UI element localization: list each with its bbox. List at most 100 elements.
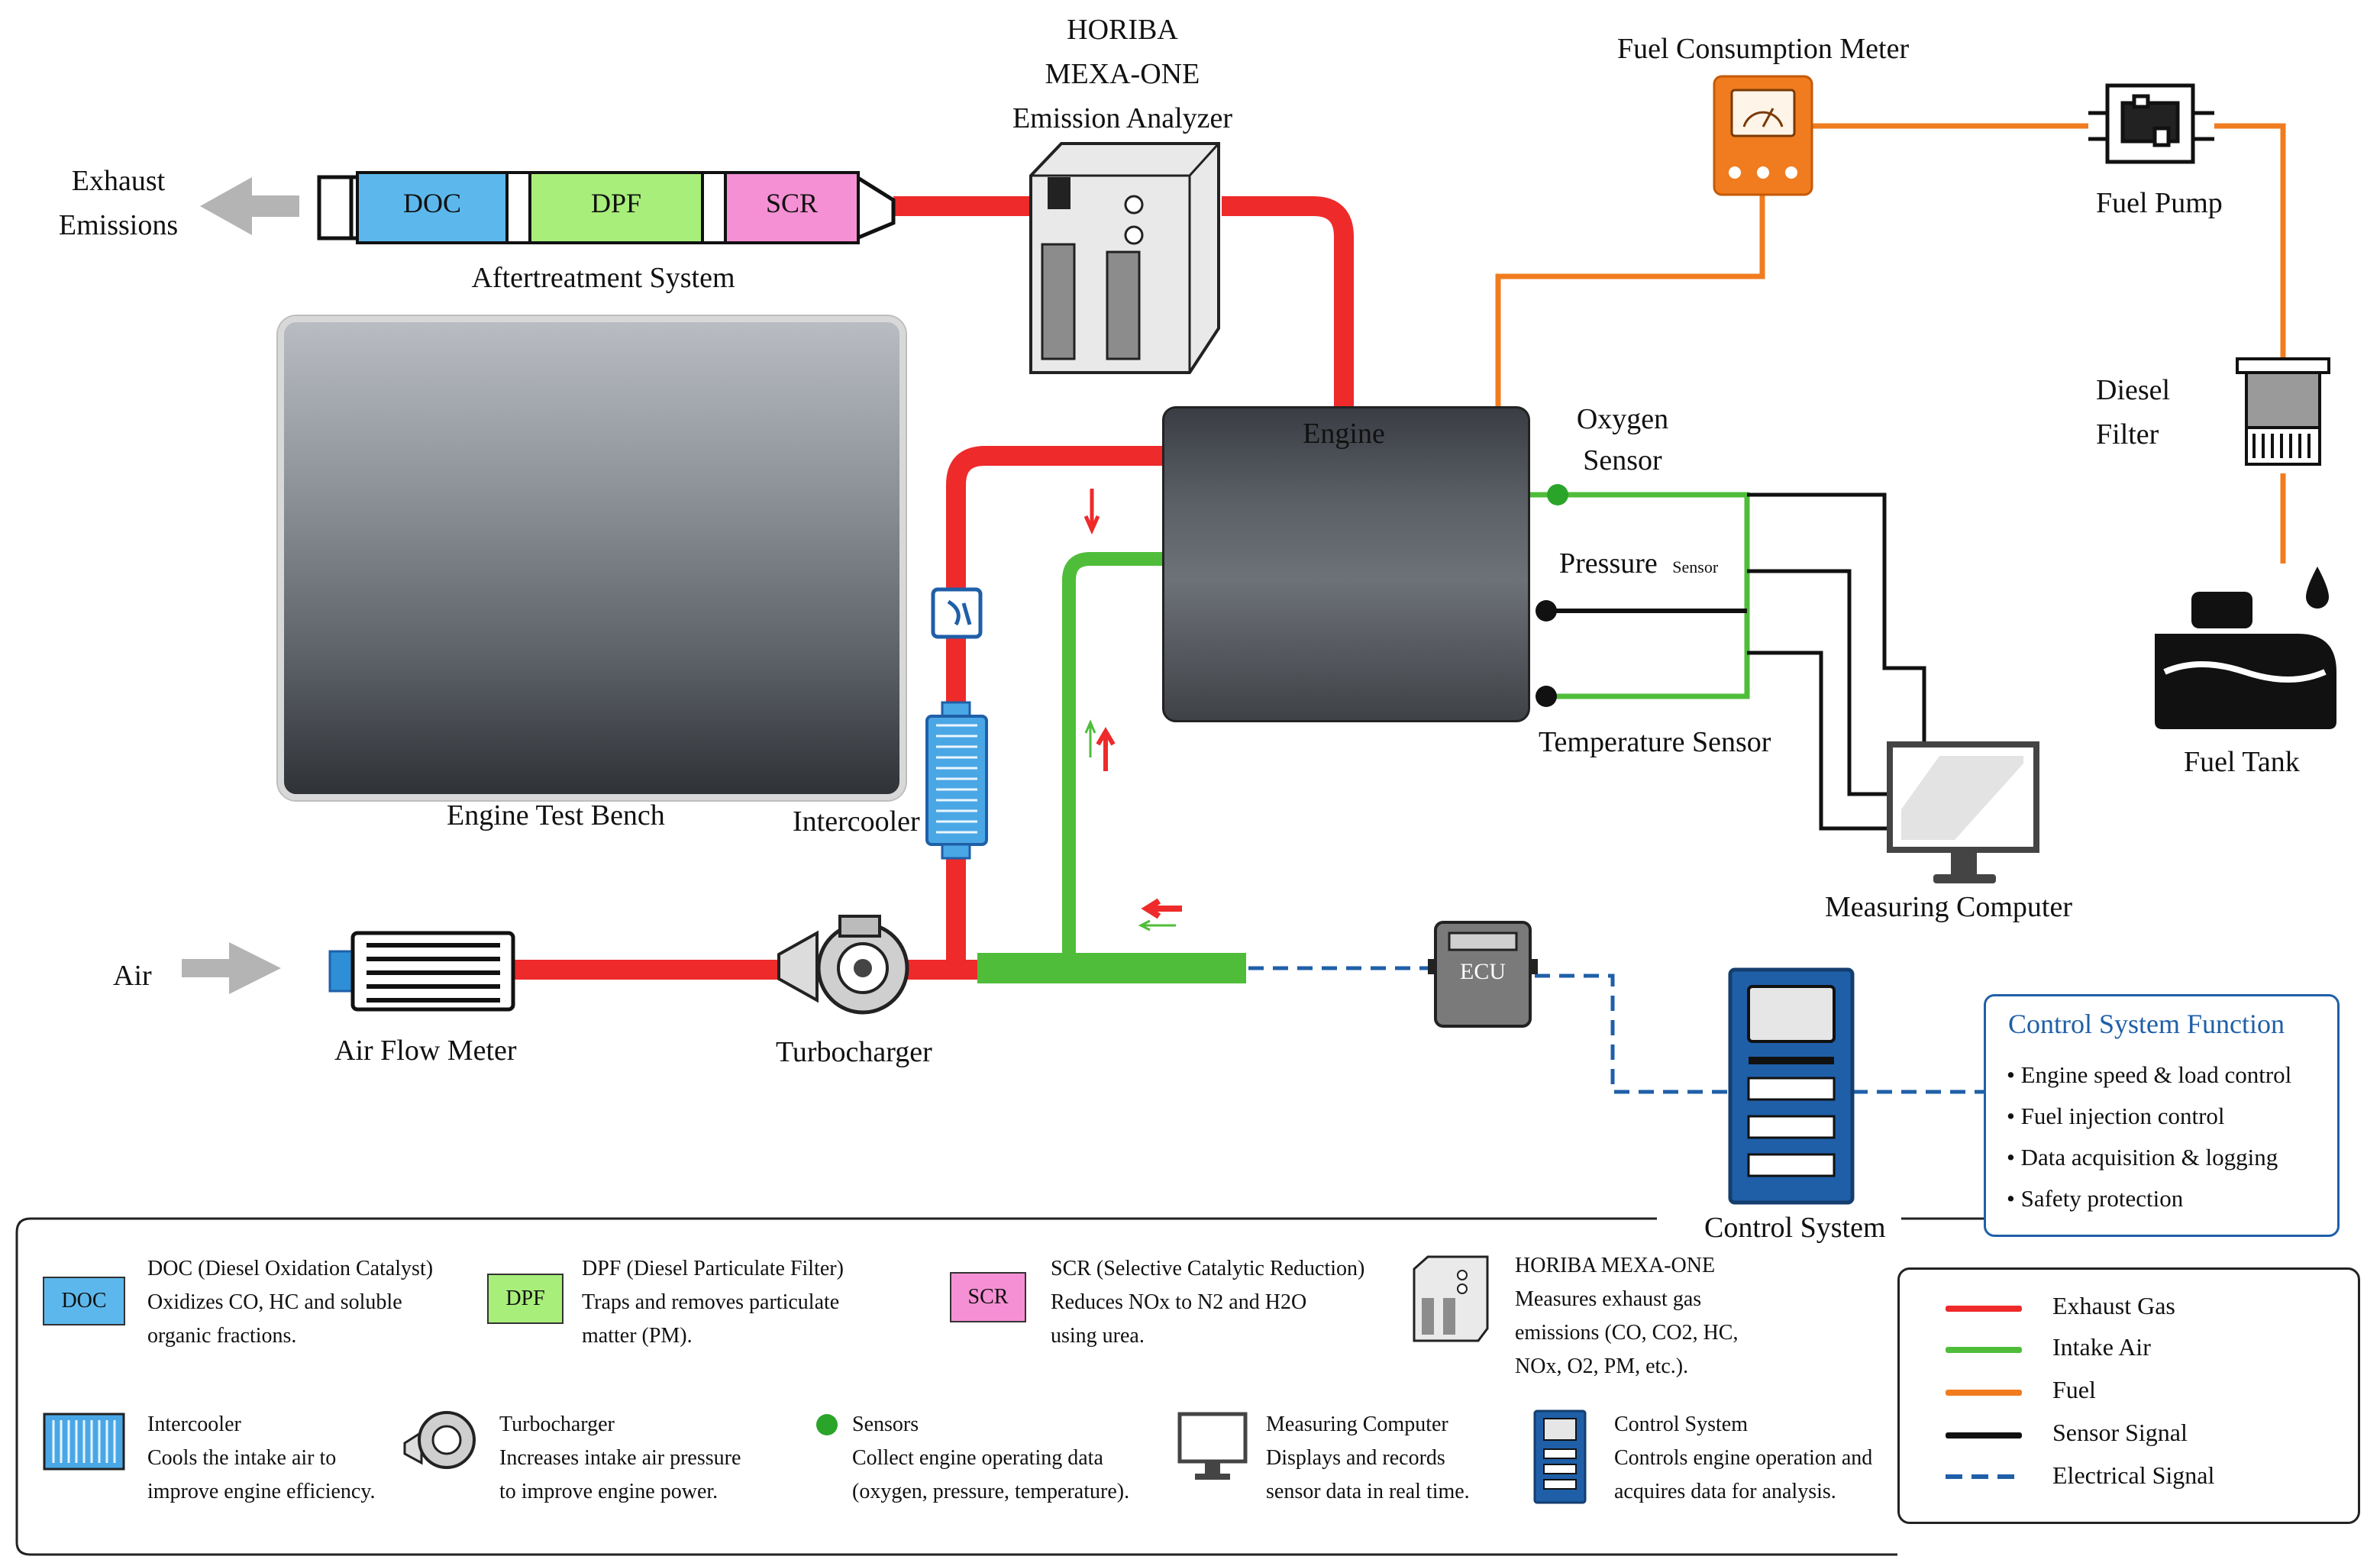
legend-scr-title: SCR (Selective Catalytic Reduction) <box>1051 1257 1365 1280</box>
control-function-title: Control System Function <box>2008 1009 2285 1039</box>
control-function-panel <box>1984 994 2340 1237</box>
control-function-item-text: Fuel injection control <box>2020 1103 2225 1129</box>
legend-icons <box>43 1255 1587 1504</box>
legend-turbo-line: to improve engine power. <box>499 1480 719 1503</box>
ecu-icon <box>1428 921 1538 1028</box>
fuel-consumption-meter-icon <box>1713 75 1813 196</box>
aftertreatment-system <box>317 171 896 244</box>
legend-dpf-title: DPF (Diesel Particulate Filter) <box>582 1257 844 1280</box>
fuel-key-label: Fuel <box>2052 1376 2096 1403</box>
legend-control-line: Controls engine operation and <box>1614 1446 1873 1470</box>
sensor-lines <box>1527 492 1926 831</box>
horiba-label-line3: Emission Analyzer <box>1012 102 1233 134</box>
legend-sensors-line: Collect engine operating data <box>852 1446 1103 1470</box>
measuring-computer-icon <box>1887 741 2039 883</box>
intake-valve-icon <box>931 587 983 639</box>
fuel-lines <box>1495 123 2286 563</box>
legend-control-text: Control System Controls engine operation… <box>1614 1408 1904 1509</box>
electrical-signal-key-label: Electrical Signal <box>2052 1461 2215 1489</box>
diesel-filter-line1: Diesel <box>2096 374 2171 406</box>
legend-scr-line: Reduces NOx to N2 and H2O <box>1051 1290 1307 1314</box>
legend-sensors-line: (oxygen, pressure, temperature). <box>852 1480 1130 1503</box>
legend-horiba-title: HORIBA MEXA-ONE <box>1515 1254 1716 1277</box>
exhaust-gas-key-label: Exhaust Gas <box>2052 1292 2175 1319</box>
fuel-key <box>1946 1390 2022 1396</box>
horiba-label: HORIBA MEXA-ONE Emission Analyzer <box>993 8 1252 140</box>
legend-horiba-line: Measures exhaust gas <box>1515 1287 1702 1311</box>
pressure-sensor-small-text: Sensor <box>1672 557 1719 576</box>
control-function-item: • Data acquisition & logging <box>2007 1144 2278 1170</box>
aftertreatment-label: Aftertreatment System <box>471 262 735 294</box>
legend-computer-title: Measuring Computer <box>1266 1413 1448 1436</box>
legend-horiba-line: emissions (CO, CO2, HC, <box>1515 1321 1739 1345</box>
line-legend-panel <box>1897 1267 2360 1524</box>
oxygen-sensor-line1: Oxygen <box>1576 403 1669 435</box>
engine-test-bench-photo <box>278 316 906 800</box>
legend-turbo-title: Turbocharger <box>499 1413 615 1436</box>
horiba-label-line1: HORIBA <box>1067 14 1178 46</box>
pressure-sensor-label: Pressure Sensor <box>1559 547 1718 580</box>
exhaust-arrow <box>200 177 299 235</box>
legend-intercooler-line: Cools the intake air to <box>147 1446 337 1470</box>
legend-doc-title: DOC (Diesel Oxidation Catalyst) <box>147 1257 434 1280</box>
diesel-filter-line2: Filter <box>2096 418 2159 450</box>
diesel-filter-label: Diesel Filter <box>2096 368 2170 457</box>
intercooler-label: Intercooler <box>793 806 920 838</box>
doc-label: DOC <box>402 188 461 218</box>
sensor-signal-key <box>1946 1432 2022 1438</box>
air-arrow <box>182 942 281 994</box>
turbocharger-label: Turbocharger <box>776 1036 932 1068</box>
temperature-sensor-label: Temperature Sensor <box>1539 726 1771 758</box>
air-label: Air <box>113 960 152 992</box>
legend-intercooler-line: improve engine efficiency. <box>147 1480 376 1503</box>
legend-turbocharger-text: Turbocharger Increases intake air pressu… <box>499 1408 805 1509</box>
oxygen-sensor-line2: Sensor <box>1583 444 1662 476</box>
exhaust-label-line1: Exhaust <box>71 165 166 197</box>
sensor-nodes <box>1536 484 1568 707</box>
legend-sensors-title: Sensors <box>852 1413 919 1436</box>
legend-computer-text: Measuring Computer Displays and records … <box>1266 1408 1518 1509</box>
intake-air-key-label: Intake Air <box>2052 1333 2151 1361</box>
legend-doc-line: organic fractions. <box>147 1324 297 1348</box>
engine-photo <box>1162 406 1530 722</box>
legend-scr-line: using urea. <box>1051 1324 1145 1348</box>
legend-dpf-line: matter (PM). <box>582 1324 693 1348</box>
intake-air-key <box>1946 1347 2022 1353</box>
fuel-meter-label: Fuel Consumption Meter <box>1617 33 1910 65</box>
legend-sensors-text: Sensors Collect engine operating data (o… <box>852 1408 1180 1509</box>
control-function-item: • Engine speed & load control <box>2007 1061 2292 1088</box>
exhaust-label-line2: Emissions <box>58 209 179 241</box>
legend-frame <box>15 1217 1897 1556</box>
legend-intercooler-text: Intercooler Cools the intake air to impr… <box>147 1408 438 1509</box>
legend-horiba-text: HORIBA MEXA-ONE Measures exhaust gas emi… <box>1515 1249 1820 1384</box>
fuel-pump-icon <box>2088 83 2214 164</box>
oxygen-sensor-label: Oxygen Sensor <box>1558 399 1687 481</box>
legend-scr-text: SCR (Selective Catalytic Reduction) Redu… <box>1051 1252 1379 1353</box>
fuel-tank-icon <box>2155 567 2336 729</box>
legend-dpf-text: DPF (Diesel Particulate Filter) Traps an… <box>582 1252 887 1353</box>
air-flow-meter-label: Air Flow Meter <box>334 1035 517 1067</box>
air-flow-meter-icon <box>328 931 515 1012</box>
scr-label: SCR <box>765 188 819 218</box>
horiba-analyzer-icon <box>1029 142 1220 374</box>
flow-arrows <box>1083 489 1182 932</box>
legend-intercooler-title: Intercooler <box>147 1413 241 1436</box>
dpf-label: DPF <box>590 188 642 218</box>
legend-computer-line: sensor data in real time. <box>1266 1480 1470 1503</box>
fuel-pump-label: Fuel Pump <box>2096 187 2223 219</box>
engine-test-bench-label: Engine Test Bench <box>447 799 665 831</box>
turbocharger-icon <box>777 915 909 1015</box>
legend-control-line: acquires data for analysis. <box>1614 1480 1836 1503</box>
ecu-label: ECU <box>1460 959 1506 984</box>
legend-horiba-line: NOx, O2, PM, etc.). <box>1515 1355 1689 1378</box>
legend-dpf-swatch: DPF <box>487 1274 564 1324</box>
electrical-signal-lines <box>1248 966 1984 1094</box>
exhaust-gas-key <box>1946 1306 2022 1312</box>
legend-doc-swatch: DOC <box>43 1277 125 1325</box>
control-system-label: Control System <box>1704 1212 1886 1244</box>
diesel-filter-icon <box>2236 357 2330 466</box>
legend-dpf-line: Traps and removes particulate <box>582 1290 840 1314</box>
control-function-item: • Fuel injection control <box>2007 1103 2225 1129</box>
legend-computer-line: Displays and records <box>1266 1446 1445 1470</box>
